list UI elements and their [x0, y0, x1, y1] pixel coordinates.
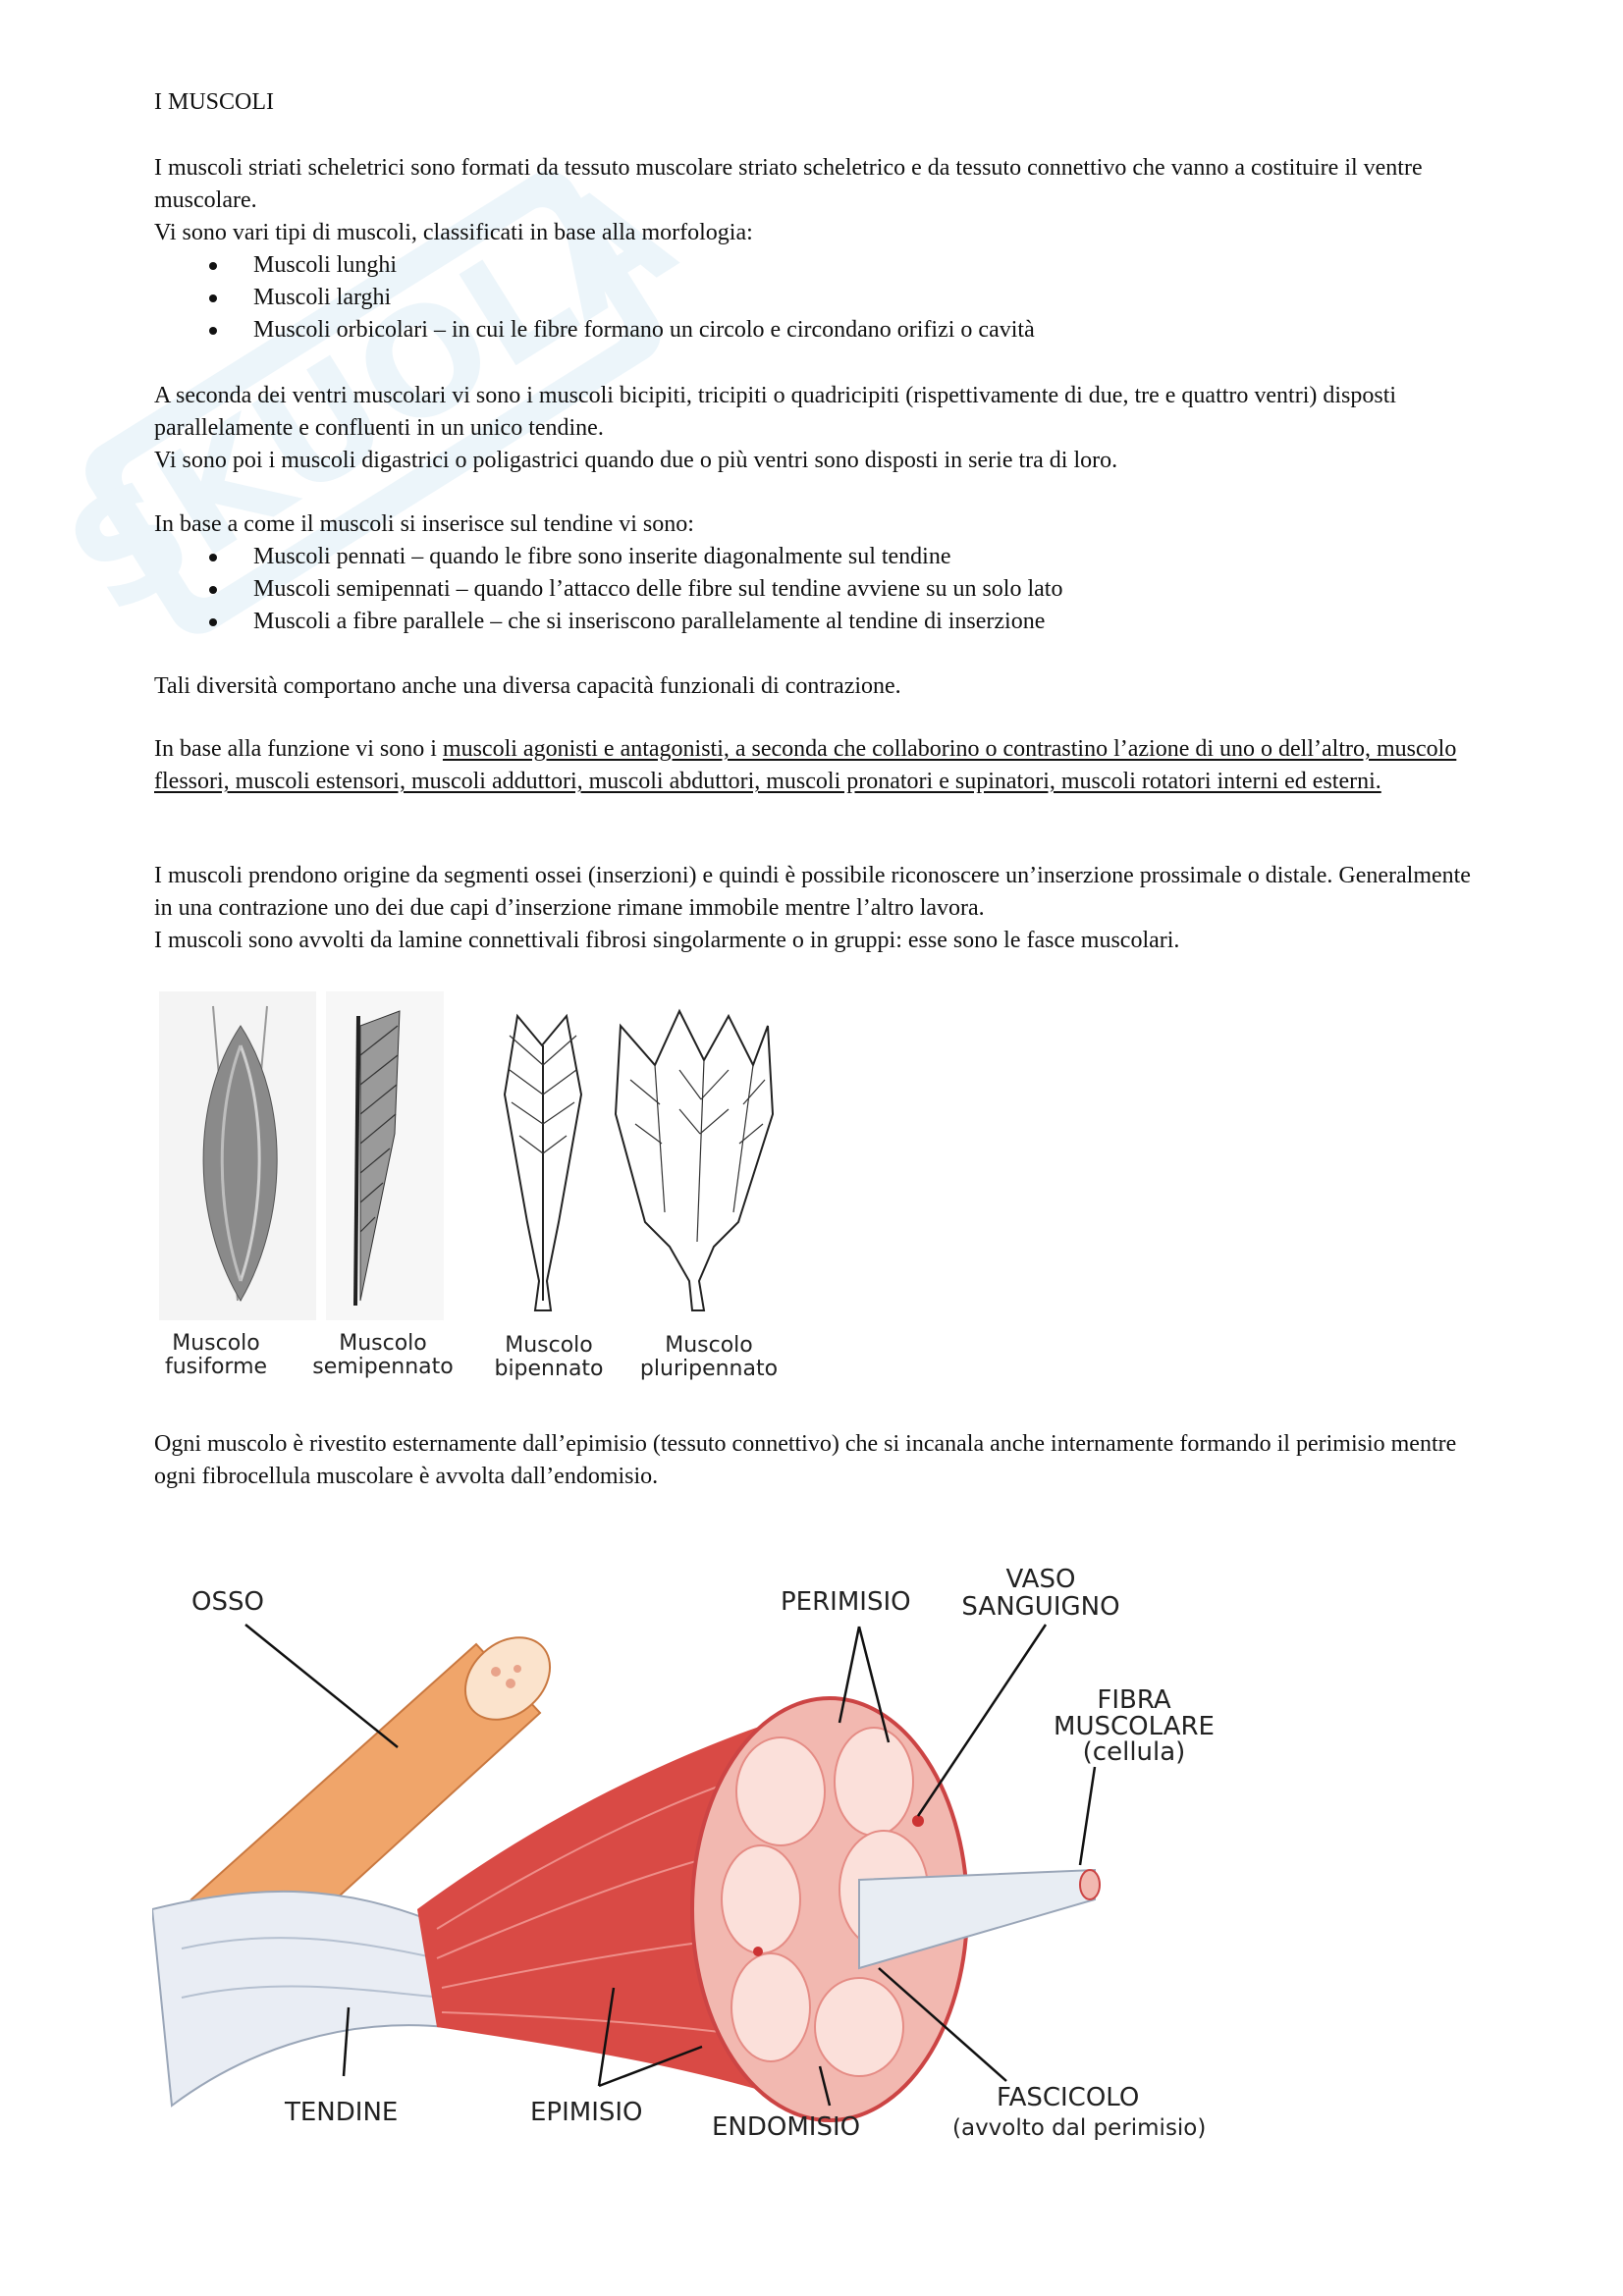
muscle-structure-diagram: OSSO PERIMISIO VASO SANGUIGNO FIBRA MUSC…: [152, 1565, 1215, 2142]
label-fusiform-1: Muscolo: [172, 1331, 260, 1356]
list-item: Muscoli a fibre parallele – che si inser…: [154, 606, 1480, 638]
label-multipennate-2: pluripennato: [640, 1357, 778, 1381]
paragraph-4: Vi sono poi i muscoli digastrici o polig…: [154, 448, 1118, 473]
multipennate-muscle-drawing: [614, 1008, 775, 1311]
label-fibra-2: MUSCOLARE: [1054, 1712, 1215, 1741]
label-fusiform-2: fusiforme: [165, 1355, 267, 1379]
paragraph-8: I muscoli prendono origine da segmenti o…: [154, 863, 1471, 921]
insertion-list: Muscoli pennati – quando le fibre sono i…: [154, 541, 1480, 638]
semipennate-muscle-drawing: [326, 991, 444, 1320]
bipennate-muscle-drawing: [503, 1013, 583, 1311]
list-item: Muscoli semipennati – quando l’attacco d…: [154, 573, 1480, 606]
paragraph-2: Vi sono vari tipi di muscoli, classifica…: [154, 220, 753, 245]
label-fascicolo-2: (avvolto dal perimisio): [952, 2115, 1206, 2141]
body-block-2: A seconda dei ventri muscolari vi sono i…: [154, 380, 1480, 477]
list-item: Muscoli pennati – quando le fibre sono i…: [154, 541, 1480, 573]
label-fascicolo-1: FASCICOLO: [997, 2083, 1139, 2112]
paragraph-9: I muscoli sono avvolti da lamine connett…: [154, 928, 1180, 953]
tendon-drawing: [152, 1890, 449, 2108]
label-bipennate-1: Muscolo: [505, 1333, 593, 1358]
paragraph-3: A seconda dei ventri muscolari vi sono i…: [154, 383, 1397, 441]
label-vaso-2: SANGUIGNO: [961, 1592, 1119, 1622]
muscle-shapes-figure: Muscolo fusiforme Muscolo semipennato Mu…: [159, 991, 778, 1381]
list-item: Muscoli larghi: [154, 282, 1480, 314]
body-block-4: I muscoli prendono origine da segmenti o…: [154, 860, 1480, 957]
label-osso: OSSO: [191, 1587, 264, 1617]
label-fibra-1: FIBRA: [1097, 1685, 1170, 1715]
fusiform-muscle-drawing: [202, 1005, 278, 1302]
label-bipennate-2: bipennato: [494, 1357, 603, 1381]
label-vaso-1: VASO: [1006, 1565, 1076, 1594]
label-tendine: TENDINE: [284, 2098, 398, 2127]
paragraph-6: Tali diversità comportano anche una dive…: [154, 673, 901, 699]
list-item: Muscoli lunghi: [154, 249, 1480, 282]
morphology-list: Muscoli lunghi Muscoli larghi Muscoli or…: [154, 249, 1480, 347]
paragraph-7-intro: In base alla funzione vi sono i: [154, 736, 443, 762]
paragraph-7-underlined: muscoli agonisti e antagonisti, a second…: [154, 736, 1457, 794]
label-perimisio: PERIMISIO: [781, 1587, 911, 1617]
label-endomisio: ENDOMISIO: [712, 2112, 860, 2142]
paragraph-7: In base alla funzione vi sono i muscoli …: [154, 733, 1480, 798]
muscle-cross-section: [690, 1696, 1101, 2122]
list-item: Muscoli orbicolari – in cui le fibre for…: [154, 314, 1480, 347]
body-block-3: In base a come il muscoli si inserisce s…: [154, 508, 1480, 638]
paragraph-10: Ogni muscolo è rivestito esternamente da…: [154, 1431, 1457, 1489]
label-fibra-3: (cellula): [1083, 1737, 1186, 1767]
diagram-leader-lines: [244, 1624, 1097, 2107]
label-epimisio: EPIMISIO: [530, 2098, 643, 2127]
label-semipennate-1: Muscolo: [339, 1331, 427, 1356]
paragraph-1: I muscoli striati scheletrici sono forma…: [154, 155, 1423, 213]
paragraph-5: In base a come il muscoli si inserisce s…: [154, 511, 694, 537]
page-title: I MUSCOLI: [154, 89, 275, 115]
label-semipennate-2: semipennato: [312, 1355, 454, 1379]
label-multipennate-1: Muscolo: [665, 1333, 753, 1358]
body-block-1: I muscoli striati scheletrici sono forma…: [154, 152, 1480, 347]
